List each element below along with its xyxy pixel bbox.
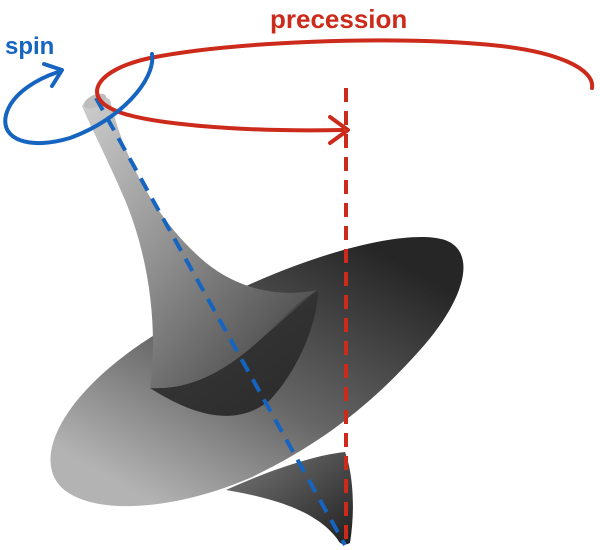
- precession-orbit: [95, 38, 595, 133]
- spin-loop: [3, 52, 155, 146]
- spinning-top: [50, 93, 464, 545]
- spin-label: spin: [5, 33, 54, 60]
- precession-arrow-icon: [328, 115, 350, 145]
- precession-label: precession: [270, 4, 407, 34]
- spin-axis: [94, 97, 347, 546]
- spin-arrow-icon: [42, 62, 64, 88]
- top-inner-bowl: [150, 290, 318, 416]
- top-bottom-cusp: [226, 452, 353, 545]
- top-stem: [82, 95, 318, 389]
